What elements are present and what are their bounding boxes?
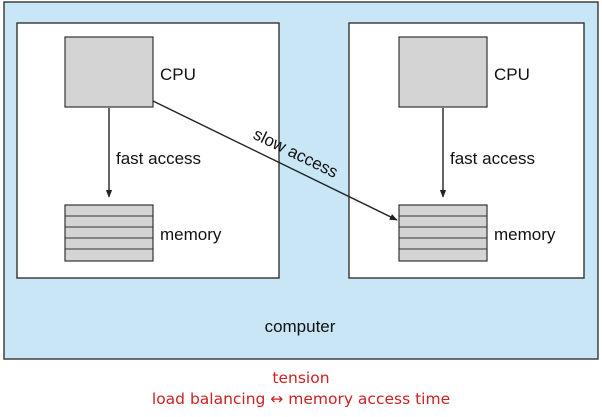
memory-block xyxy=(398,204,488,262)
slow-access-arrow xyxy=(152,100,398,221)
node-left: CPU fast access memory xyxy=(16,22,280,279)
caption-subtitle: load balancing ↔ memory access time xyxy=(151,390,451,408)
fast-access-label: fast access xyxy=(450,149,535,168)
memory-block xyxy=(64,204,154,262)
caption-title: tension xyxy=(272,369,330,387)
numa-diagram: computer CPU fast access memory CPU fast… xyxy=(3,1,599,360)
node-right: CPU fast access memory xyxy=(348,22,585,279)
memory-label: memory xyxy=(494,225,556,244)
computer-label: computer xyxy=(265,317,336,336)
cpu-label: CPU xyxy=(494,65,530,84)
cpu-label: CPU xyxy=(160,65,196,84)
cpu-block xyxy=(64,36,154,108)
memory-label: memory xyxy=(160,225,222,244)
fast-access-label: fast access xyxy=(116,149,201,168)
cpu-block xyxy=(398,36,488,108)
